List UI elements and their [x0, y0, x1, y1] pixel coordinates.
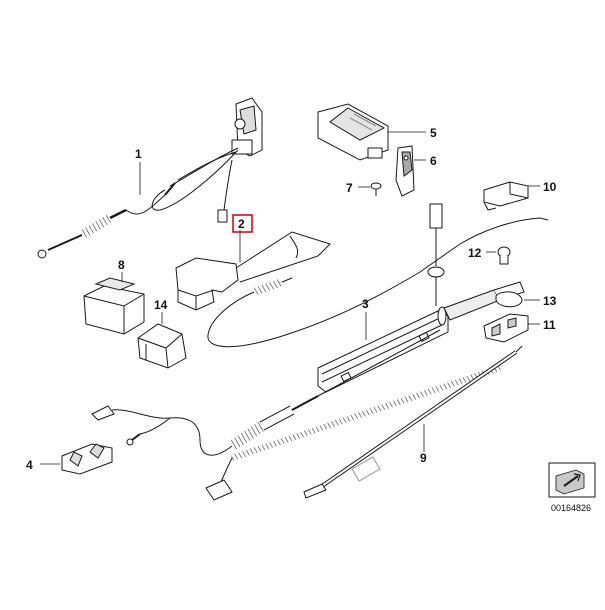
- reference-icon: [548, 462, 596, 498]
- part-2-harness[interactable]: [175, 217, 549, 348]
- lower-cable-assembly: [91, 329, 501, 501]
- part-6-bracket[interactable]: [395, 145, 426, 197]
- callout-7: 7: [346, 181, 353, 195]
- part-12-grommet[interactable]: [486, 246, 511, 265]
- callout-1: 1: [135, 147, 142, 161]
- callout-12: 12: [468, 246, 482, 260]
- part-4-clip[interactable]: [40, 443, 113, 475]
- callout-5: 5: [430, 126, 437, 140]
- callout-13: 13: [543, 294, 557, 308]
- part-10-connector[interactable]: [483, 181, 540, 211]
- callout-10: 10: [543, 180, 557, 194]
- callout-6: 6: [430, 154, 437, 168]
- cable-grommet: [427, 203, 445, 306]
- part-5-module[interactable]: [317, 103, 426, 161]
- part-9-rod[interactable]: [303, 345, 523, 499]
- document-number: 00164826: [551, 503, 591, 513]
- callout-2: 2: [238, 217, 245, 231]
- callout-3: 3: [362, 297, 369, 311]
- callout-14: 14: [154, 298, 168, 312]
- part-11-bracket[interactable]: [483, 313, 540, 343]
- part-13-clip[interactable]: [495, 291, 540, 308]
- callout-2-highlight-box: [232, 214, 253, 233]
- callout-8: 8: [118, 258, 125, 272]
- callout-4: 4: [26, 458, 33, 472]
- part-7-screw[interactable]: [358, 182, 382, 196]
- callout-11: 11: [543, 318, 556, 332]
- part-8-housing[interactable]: [83, 272, 145, 335]
- part-1-cable[interactable]: [37, 97, 263, 259]
- part-14-cover[interactable]: [137, 312, 187, 369]
- callout-9: 9: [420, 451, 427, 465]
